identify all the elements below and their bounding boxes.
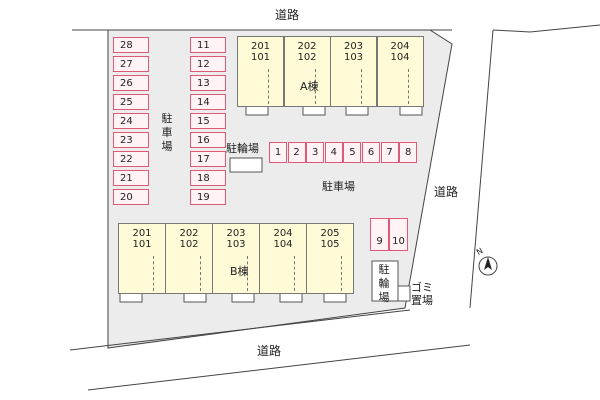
stair-outline — [153, 256, 154, 291]
parking-space: 14 — [190, 94, 226, 110]
unit-upper: 201 — [250, 41, 271, 52]
road-edge-east-2 — [529, 24, 600, 33]
parking-label-left: 駐車場 — [161, 112, 173, 153]
bike-shed-bottom — [371, 260, 399, 302]
road-label-east: 道路 — [434, 185, 459, 199]
parking-space: 8 — [399, 142, 418, 163]
parking-space: 10 — [389, 218, 408, 251]
stair-outline — [314, 69, 316, 104]
stair-outline — [407, 69, 409, 104]
parking-space: 21 — [113, 170, 149, 186]
unit-lower: 102 — [179, 239, 199, 250]
unit-upper: 203 — [343, 41, 364, 52]
unit-lower: 104 — [390, 52, 410, 63]
stair-outline — [341, 256, 342, 291]
stair-outline — [268, 69, 269, 104]
stair-outline — [361, 69, 362, 104]
garbage-label: ゴミ置場 — [411, 281, 433, 307]
road-edge-south-2 — [87, 344, 471, 391]
parking-space: 28 — [113, 37, 149, 53]
stair-outline — [247, 256, 248, 291]
unit-lower: 105 — [320, 239, 340, 250]
parking-space: 7 — [380, 142, 399, 163]
unit-upper: 204 — [390, 41, 410, 52]
garbage-box — [397, 285, 411, 302]
parking-space: 25 — [113, 94, 149, 110]
unit-upper: 205 — [320, 228, 340, 239]
parking-space: 6 — [362, 142, 380, 163]
parking-label-center: 駐車場 — [322, 180, 355, 193]
road-edge-east-3 — [492, 29, 531, 33]
unit-lower: 102 — [297, 52, 317, 63]
parking-space: 3 — [306, 142, 325, 163]
parking-space: 18 — [190, 170, 226, 186]
parking-space: 19 — [190, 189, 226, 205]
parking-space: 2 — [287, 142, 306, 163]
unit-upper: 202 — [179, 228, 199, 239]
road-label-north: 道路 — [275, 8, 300, 22]
unit-upper: 201 — [132, 228, 152, 239]
bike-shed-top — [229, 157, 263, 173]
unit-lower: 104 — [273, 239, 293, 250]
parking-space: 17 — [190, 151, 226, 167]
parking-space: 22 — [113, 151, 149, 167]
parking-space: 27 — [113, 56, 149, 72]
parking-space: 9 — [370, 218, 389, 251]
bike-label-bottom: 駐輪場 — [378, 263, 390, 304]
parking-space: 16 — [190, 132, 226, 148]
road-edge-east-1 — [469, 29, 494, 309]
unit-upper: 203 — [226, 228, 246, 239]
parking-space: 26 — [113, 75, 149, 91]
unit-upper: 204 — [273, 228, 293, 239]
parking-space: 13 — [190, 75, 226, 91]
parking-space: 12 — [190, 56, 226, 72]
unit-upper: 202 — [297, 41, 317, 52]
road-edge-south-1 — [69, 309, 411, 351]
parking-space: 5 — [343, 142, 362, 163]
unit-lower: 101 — [132, 239, 152, 250]
stair-outline — [200, 256, 201, 291]
parking-space: 20 — [113, 189, 149, 205]
building-b-tabs — [119, 292, 347, 303]
building-b-name: B棟 — [230, 265, 249, 278]
parking-space: 23 — [113, 132, 149, 148]
unit-lower: 103 — [226, 239, 246, 250]
parking-space: 15 — [190, 113, 226, 129]
unit-lower: 103 — [343, 52, 364, 63]
road-label-south: 道路 — [257, 344, 282, 358]
bike-label-top: 駐輪場 — [226, 142, 259, 155]
compass-icon — [478, 256, 498, 276]
stair-outline — [294, 256, 295, 291]
parking-space: 1 — [269, 142, 287, 163]
parking-space: 24 — [113, 113, 149, 129]
parking-space: 11 — [190, 37, 226, 53]
unit-lower: 101 — [250, 52, 271, 63]
building-a-name: A棟 — [300, 80, 319, 93]
parking-space: 4 — [324, 142, 343, 163]
